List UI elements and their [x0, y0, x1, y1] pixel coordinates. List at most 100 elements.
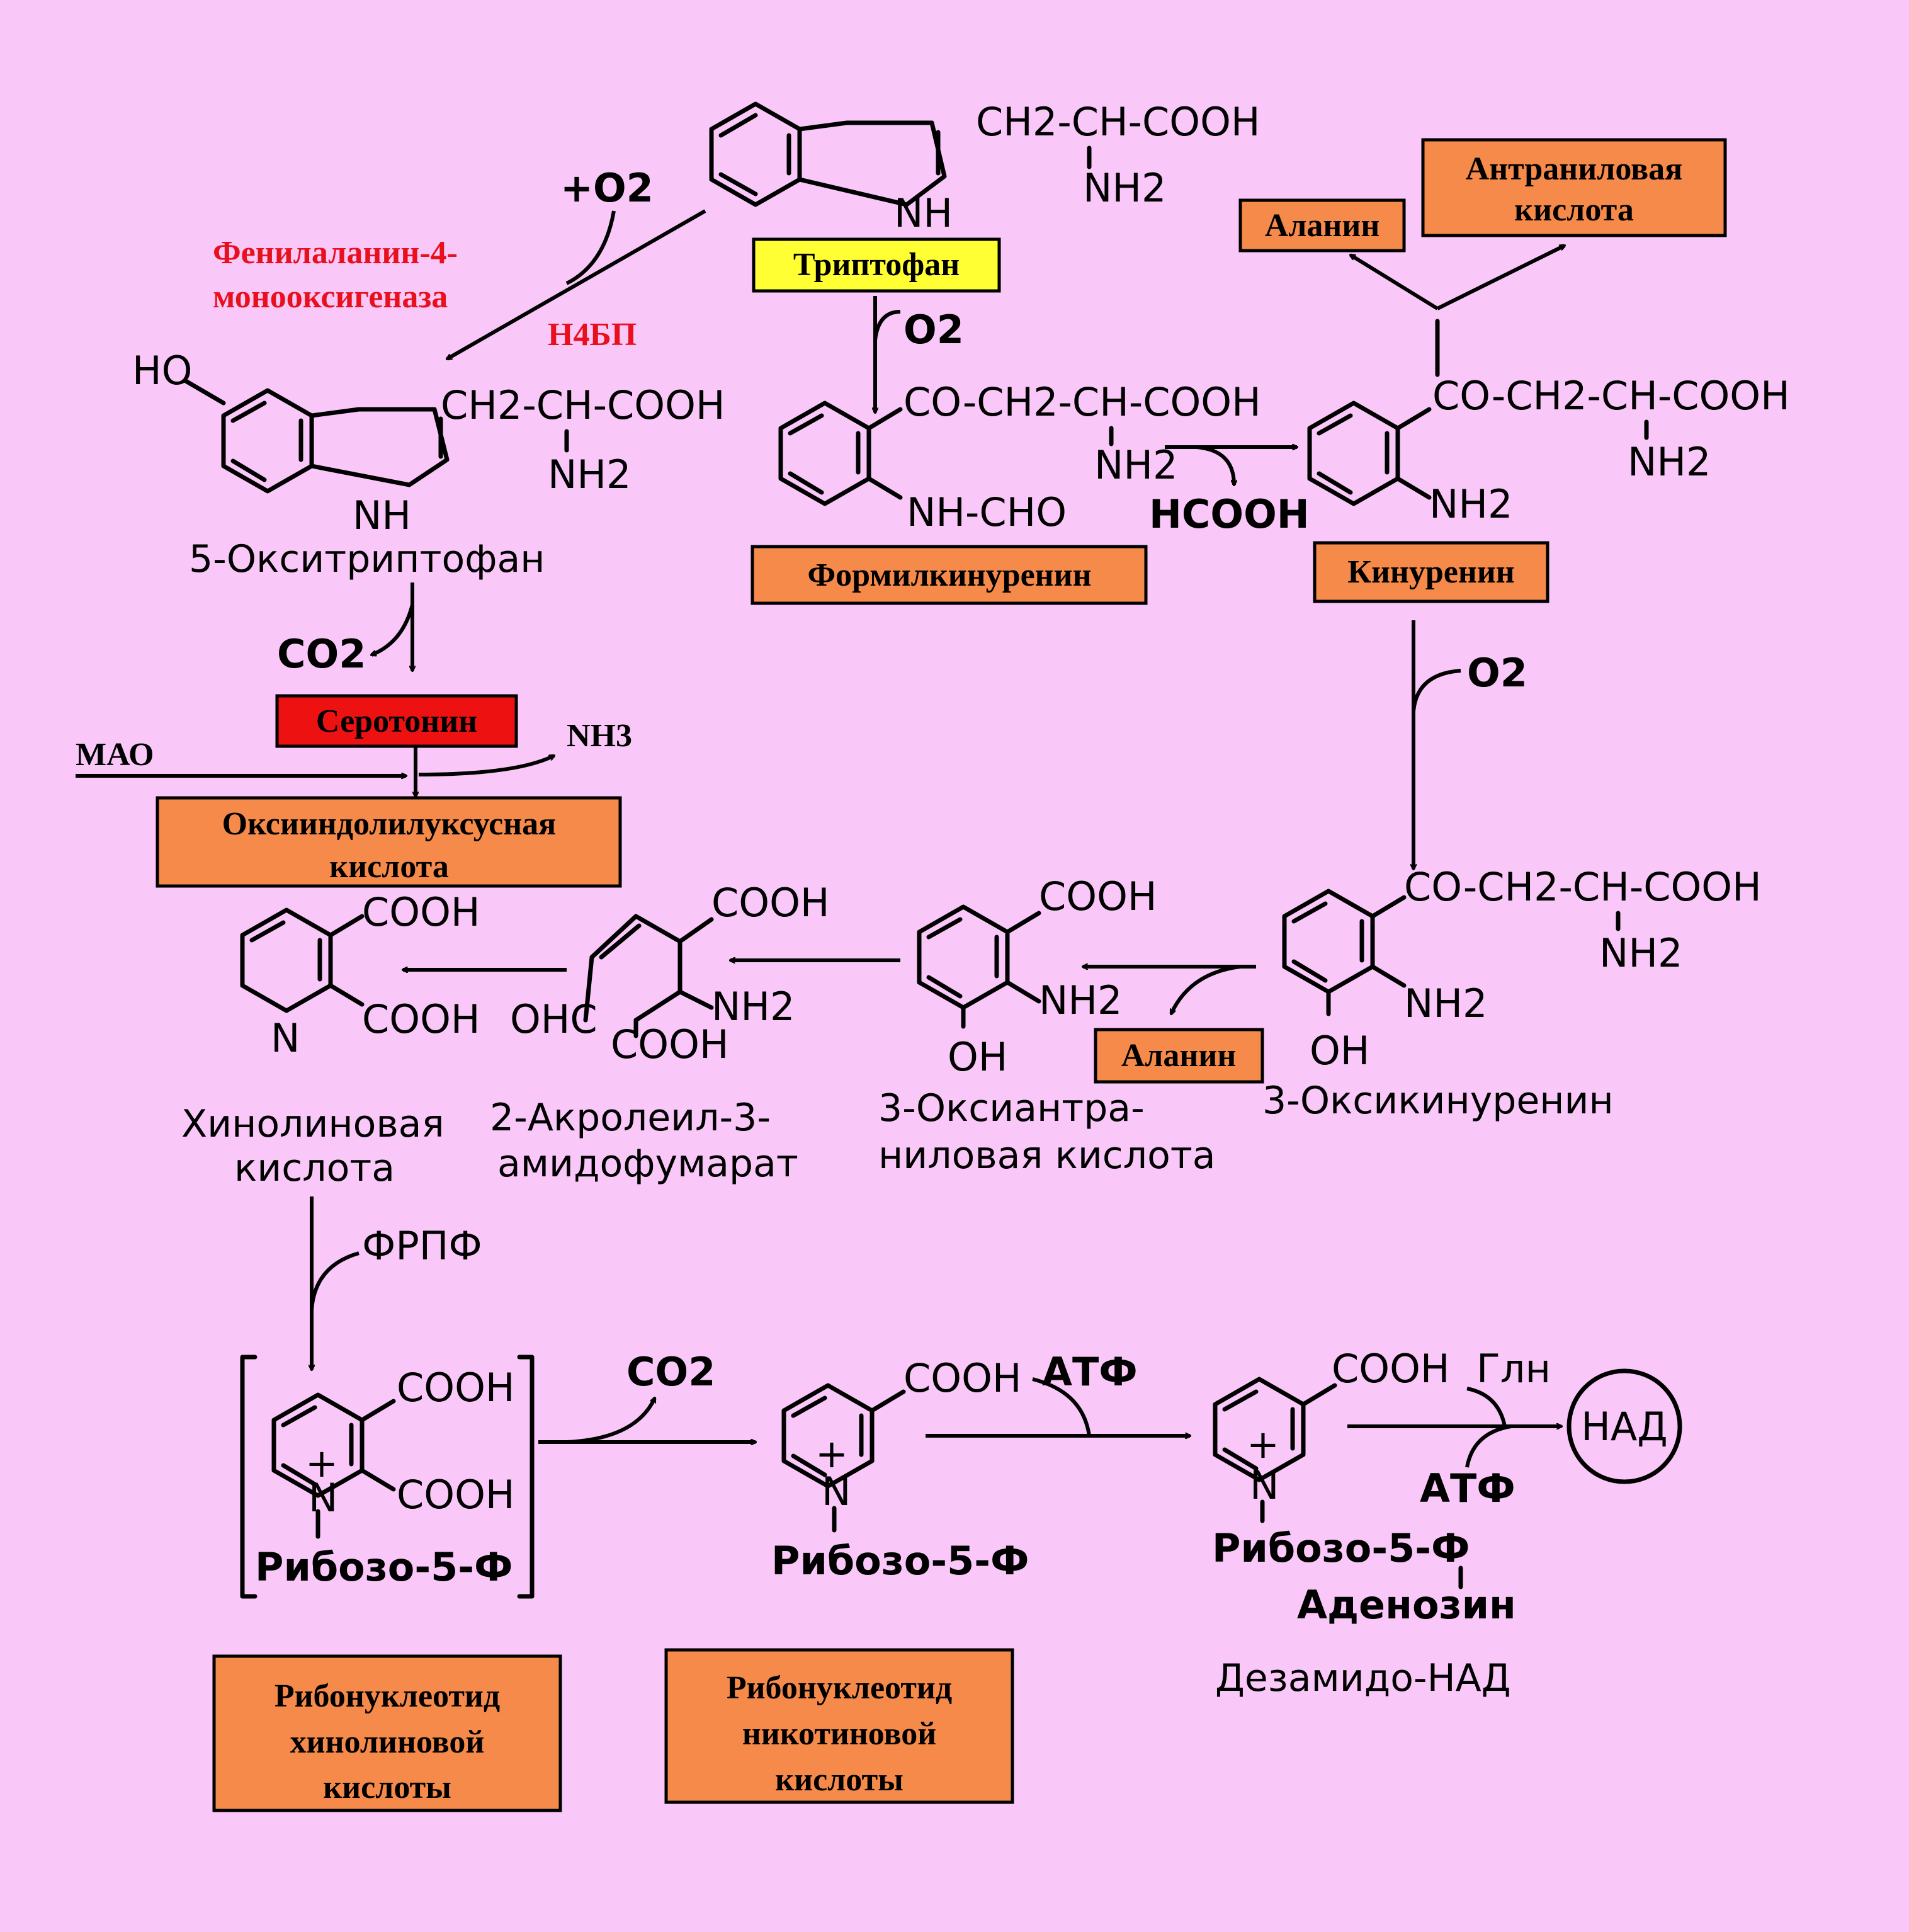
ribonucleotide-nicotinic-box	[664, 1648, 1014, 1804]
dn-n-plus: +	[1247, 1421, 1279, 1467]
oxyanthranilic-structure: COOH NH2 OH	[917, 873, 1157, 1080]
oxyindoleacetic-label-line1: Оксииндолилуксусная	[222, 806, 557, 842]
reagent-o2-formyl: O2	[904, 307, 964, 353]
rn-cooh: COOH	[904, 1355, 1022, 1401]
o2-curve-formyl	[873, 310, 901, 341]
serotonin-label: Серотонин	[316, 703, 477, 739]
oxyindoleacetic-box	[156, 796, 622, 888]
rq-cooh-bottom: COOH	[397, 1472, 515, 1518]
oxytryptophan-name: 5-Окситриптофан	[189, 537, 545, 581]
reagent-frpf: ФРПФ	[362, 1223, 482, 1269]
rq-n-plus: +	[305, 1440, 338, 1486]
rq-ribose: Рибозо-5-Ф	[255, 1544, 513, 1590]
formyl-nh-cho: NH-CHO	[907, 489, 1067, 535]
dn-ribose: Рибозо-5-Ф	[1212, 1525, 1470, 1571]
alanine-mid-label: Аланин	[1121, 1038, 1237, 1074]
oxytryptophan-structure: HO CH2-CH-COOH NH2 NH	[132, 348, 725, 538]
tryptophan-side-chain: CH2-CH-COOH	[976, 99, 1260, 145]
oxyanth-oh: OH	[948, 1034, 1007, 1080]
dn-adenosine: Аденозин	[1297, 1582, 1516, 1628]
reagent-gln: Глн	[1476, 1346, 1551, 1392]
reagent-atf-2: АТФ	[1420, 1465, 1515, 1511]
ribonucleotide-quinolinic-structure: COOH COOH + N Рибозо-5-Ф	[240, 1355, 535, 1599]
kynurenine-structure: CO-CH2-CH-COOH NH2 NH2	[1307, 373, 1790, 527]
acroleyl-ohc: OHC	[510, 996, 598, 1042]
rn-n: N	[822, 1469, 851, 1514]
formyl-nh2: NH2	[1094, 442, 1177, 488]
co2-bottom: CO2	[626, 1349, 715, 1395]
rn-ribose: Рибозо-5-Ф	[771, 1538, 1029, 1584]
rq-label-line3: кислоты	[323, 1770, 451, 1805]
alanine-mid-box	[1094, 1028, 1264, 1084]
rq-cooh-top: COOH	[397, 1365, 515, 1411]
quinolinic-name-line1: Хинолиновая	[181, 1102, 445, 1146]
cofactor-h4bp: H4БП	[548, 317, 637, 353]
reagent-hcooh: HCOOH	[1149, 491, 1310, 537]
formylkynurenine-label: Формилкинуренин	[807, 557, 1091, 593]
oxytrp-side-chain: CH2-CH-COOH	[441, 382, 725, 428]
kyn-nh2-ring: NH2	[1429, 481, 1512, 527]
tryptophan-box	[752, 237, 1001, 293]
acroleyl-cooh-top: COOH	[711, 880, 830, 926]
enzyme-mao: МАО	[76, 737, 154, 773]
co2-left: CO2	[277, 631, 366, 677]
alanine-release-curve	[1169, 965, 1241, 1014]
formylkynurenine-structure: CO-CH2-CH-COOH NH2 NH-CHO	[778, 379, 1261, 535]
co2-release-bottom	[566, 1398, 657, 1444]
ribonucleotide-quinolinic-box	[212, 1654, 562, 1812]
formyl-side-chain: CO-CH2-CH-COOH	[904, 379, 1261, 425]
kynurenine-box	[1313, 541, 1549, 603]
acroleyl-nh2: NH2	[711, 984, 795, 1030]
kyn-nh2-chain: NH2	[1628, 439, 1711, 485]
atf2-curve	[1465, 1424, 1512, 1468]
ribonucleotide-nicotinic-structure: COOH + N Рибозо-5-Ф	[771, 1355, 1029, 1584]
arrow-kyn-to-alanine	[1351, 253, 1439, 310]
kyn-side-chain: CO-CH2-CH-COOH	[1432, 373, 1790, 419]
oxyanth-nh2: NH2	[1039, 977, 1122, 1023]
o2-curve-kyn	[1412, 669, 1461, 712]
acroleyl-structure: COOH NH2 OHC COOH	[510, 880, 830, 1067]
desamido-nad-name: Дезамидо-НАД	[1215, 1656, 1511, 1700]
rn-label-line1: Рибонуклеотид	[727, 1670, 952, 1706]
quinolinic-cooh-top: COOH	[362, 889, 480, 935]
rq-label-line2: хинолиновой	[290, 1724, 485, 1760]
reagent-o2-kyn: O2	[1467, 650, 1527, 696]
oxyanth-cooh: COOH	[1039, 873, 1157, 919]
nad-circle	[1566, 1368, 1682, 1484]
oxyanthranilic-name-line1: 3-Оксиантра-	[878, 1086, 1145, 1130]
alanine-top-label: Аланин	[1265, 208, 1380, 244]
rn-n-plus: +	[815, 1431, 848, 1477]
reagent-nh3: NH3	[567, 718, 632, 754]
oxykynurenine-name: 3-Оксикинуренин	[1262, 1079, 1614, 1123]
arrow-kyn-to-anthranilic	[1436, 244, 1565, 310]
dn-n: N	[1250, 1462, 1279, 1508]
anthranilic-box	[1421, 138, 1727, 237]
oxytrp-nh2: NH2	[548, 452, 631, 497]
acroleyl-name-line2: амидофумарат	[497, 1142, 798, 1186]
oxykyn-nh2-ring: NH2	[1404, 980, 1487, 1026]
quinolinic-n: N	[271, 1015, 300, 1061]
co2-release-curve	[371, 604, 414, 657]
oxytrp-ho: HO	[132, 348, 192, 394]
acroleyl-name-line1: 2-Акролеил-3-	[490, 1096, 771, 1140]
serotonin-box	[275, 694, 518, 748]
enzyme-phe-monooxygenase-line2: монооксигеназа	[213, 279, 448, 315]
oxykyn-nh2-chain: NH2	[1599, 930, 1682, 976]
dn-cooh: COOH	[1332, 1346, 1450, 1392]
desamido-nad-structure: COOH + N Рибозо-5-Ф Аденозин	[1212, 1346, 1516, 1628]
nh3-curve	[418, 754, 554, 776]
quinolinic-name-line2: кислота	[234, 1146, 395, 1190]
rn-label-line3: кислоты	[775, 1762, 904, 1798]
acroleyl-cooh-bottom: COOH	[611, 1021, 729, 1067]
oxykyn-side-chain: CO-CH2-CH-COOH	[1404, 864, 1762, 910]
hcooh-curve	[1196, 445, 1234, 485]
rq-n: N	[309, 1475, 337, 1521]
oxyanthranilic-name-line2: ниловая кислота	[878, 1134, 1216, 1178]
gln-curve	[1466, 1387, 1507, 1427]
rn-label-line2: никотиновой	[742, 1716, 936, 1752]
oxyindoleacetic-label-line2: кислота	[329, 849, 449, 885]
rq-label-line1: Рибонуклеотид	[275, 1678, 500, 1714]
quinolinic-structure: COOH COOH N	[240, 889, 480, 1061]
o2-curve	[565, 210, 616, 285]
